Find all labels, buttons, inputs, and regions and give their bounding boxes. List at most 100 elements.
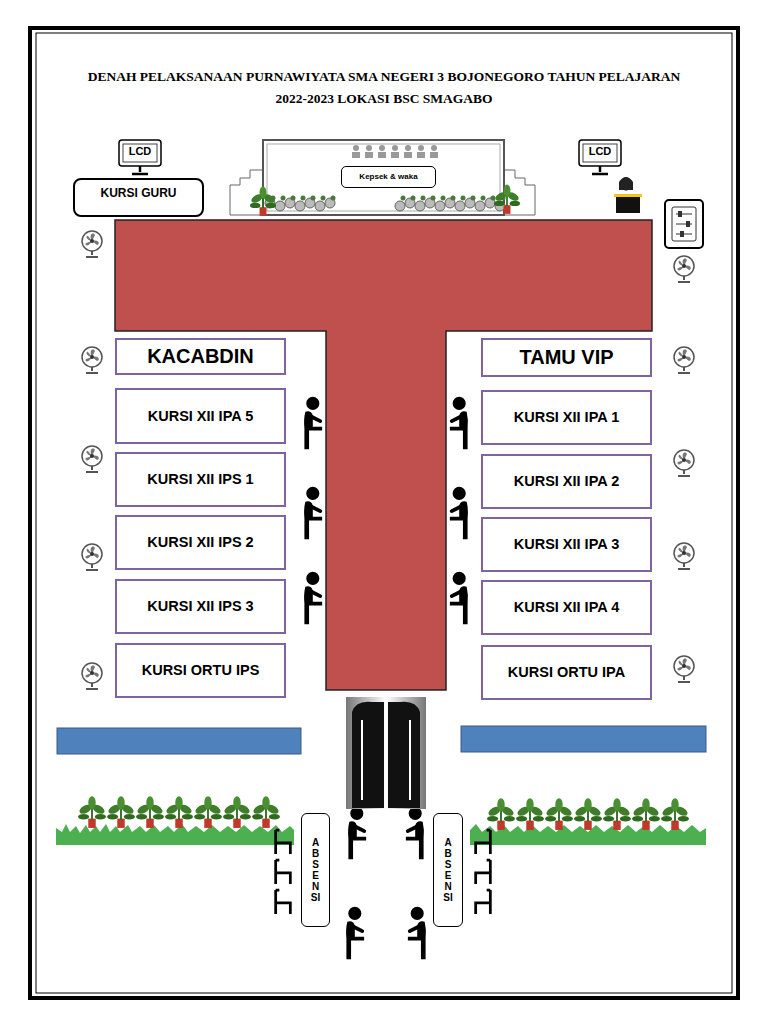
node-label: KURSI XII IPA 1 [514, 409, 620, 426]
flower-decor [311, 196, 316, 201]
guest-figure [406, 807, 424, 859]
stage-seat [404, 152, 412, 158]
node-label: KACABDIN [147, 345, 254, 368]
seating-block: KURSI XII IPA 4 [481, 580, 652, 635]
potted-plant [603, 798, 631, 830]
potted-plant [516, 798, 544, 830]
stage-seat [365, 152, 373, 158]
flower-decor [331, 196, 336, 201]
seating-block: KURSI XII IPA 1 [481, 390, 652, 445]
monitor-stand [132, 166, 148, 174]
node-label: KURSI XII IPS 1 [147, 471, 253, 488]
attendance-desk: ABSENSI [433, 813, 463, 927]
node-label: KURSI GURU [100, 187, 176, 201]
potted-plant [136, 796, 164, 828]
stage-seat [353, 145, 359, 151]
plan-title: DENAH PELAKSANAAN PURNAWIYATA SMA NEGERI… [84, 66, 684, 110]
monitor-outline [118, 139, 162, 177]
flower-decor [321, 196, 326, 201]
monitor-screen [123, 144, 157, 162]
fan-icon [674, 656, 694, 682]
node-label: LCD [589, 146, 612, 157]
node-label: KURSI XII IPA 5 [148, 408, 254, 425]
flower-decor [415, 201, 425, 211]
chair-block: KURSI GURU [73, 178, 204, 217]
node-label: KURSI XII IPA 2 [514, 473, 620, 490]
node-label: LCD [129, 146, 152, 157]
usher-figure [304, 487, 322, 539]
seating-block: KURSI ORTU IPA [481, 645, 652, 700]
usher-figure [450, 487, 468, 539]
flower-decor [291, 196, 296, 201]
seating-block: KURSI XII IPA 3 [481, 517, 652, 572]
guest-figure [346, 907, 364, 959]
flower-decor [301, 196, 306, 201]
stage-seat [430, 152, 438, 158]
flower-decor [395, 201, 405, 211]
potted-plant [194, 796, 222, 828]
stage-label: Kepsek & waka [341, 166, 436, 188]
flower-decor [431, 196, 436, 201]
flower-decor [315, 201, 325, 211]
fan-icon [674, 543, 694, 569]
usher-figure [304, 397, 322, 449]
node-label: TAMU VIP [519, 346, 613, 369]
potted-plant [165, 796, 193, 828]
stage-seat [392, 145, 398, 151]
usher-figure [450, 572, 468, 624]
seating-block: KURSI XII IPS 3 [115, 579, 286, 634]
seating-block: KURSI XII IPS 1 [115, 452, 286, 507]
flower-decor [491, 196, 496, 201]
node-label: KURSI ORTU IPS [142, 662, 260, 679]
seating-block: TAMU VIP [481, 338, 652, 377]
node-label: KURSI XII IPS 3 [147, 598, 253, 615]
flower-decor [275, 201, 285, 211]
seating-block: KURSI XII IPS 2 [115, 515, 286, 570]
flower-decor [401, 196, 406, 201]
monitor-frame [579, 140, 621, 166]
flower-decor [421, 196, 426, 201]
monitor-frame [119, 140, 161, 166]
flower-decor [295, 201, 305, 211]
seating-block: KURSI ORTU IPS [115, 643, 286, 698]
node-label: Kepsek & waka [359, 172, 417, 181]
fan-icon [674, 347, 694, 373]
potted-plant [78, 796, 106, 828]
attendance-desk: ABSENSI [301, 813, 330, 927]
seating-block: KURSI XII IPA 5 [115, 388, 286, 444]
flower-decor [435, 201, 445, 211]
potted-plant [107, 796, 135, 828]
guest-figure [348, 807, 366, 859]
stage-seat [418, 145, 424, 151]
lcd-screen: LCD [118, 139, 162, 177]
node-label: KURSI ORTU IPA [508, 664, 625, 681]
stage-seat [378, 152, 386, 158]
stage-seat [366, 145, 372, 151]
usher-figure [304, 572, 322, 624]
potted-plant [632, 798, 660, 830]
node-label: KURSI XII IPA 4 [514, 599, 620, 616]
flower-decor [455, 201, 465, 211]
seating-block: KURSI XII IPA 2 [481, 454, 652, 509]
fan-icon [82, 231, 102, 257]
potted-plant [574, 798, 602, 830]
stage-seat [379, 145, 385, 151]
node-label: KURSI XII IPA 3 [514, 536, 620, 553]
monitor-screen [583, 144, 617, 162]
seating-block: KACABDIN [115, 338, 286, 375]
potted-plant [487, 798, 515, 830]
flower-decor [471, 196, 476, 201]
fan-icon [82, 347, 102, 373]
flower-decor [451, 196, 456, 201]
monitor-outline [578, 139, 622, 177]
fan-icon [82, 544, 102, 570]
stage-seat [417, 152, 425, 158]
fan-icon [82, 663, 102, 689]
node-label: KURSI XII IPS 2 [147, 534, 253, 551]
lcd-screen: LCD [578, 139, 622, 177]
guest-figure [408, 907, 426, 959]
vertical-label: ABSENSI [311, 837, 321, 903]
flower-decor [411, 196, 416, 201]
